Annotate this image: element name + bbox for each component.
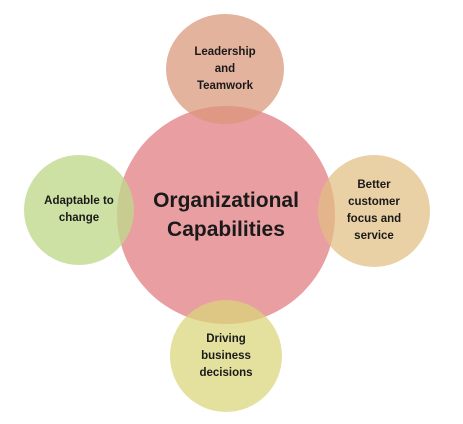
center-label: Organizational Capabilities (117, 106, 335, 324)
customer-focus-circle (318, 155, 430, 267)
leadership-label-text: Leadership and Teamwork (194, 45, 256, 92)
customer-focus-label-text: Better customer focus and service (346, 179, 402, 242)
adaptable-label: Adaptable to change (24, 155, 134, 265)
business-decisions-label-text: Driving business decisions (199, 332, 253, 379)
adaptable-label-text: Adaptable to change (44, 195, 114, 224)
business-decisions-circle (170, 300, 282, 412)
leadership-circle (166, 14, 284, 124)
leadership-label: Leadership and Teamwork (166, 14, 284, 124)
center-label-text: Organizational Capabilities (153, 189, 299, 241)
business-decisions-label: Driving business decisions (170, 300, 282, 412)
customer-focus-label: Better customer focus and service (318, 155, 430, 267)
adaptable-circle (24, 155, 134, 265)
center-circle (117, 106, 335, 324)
